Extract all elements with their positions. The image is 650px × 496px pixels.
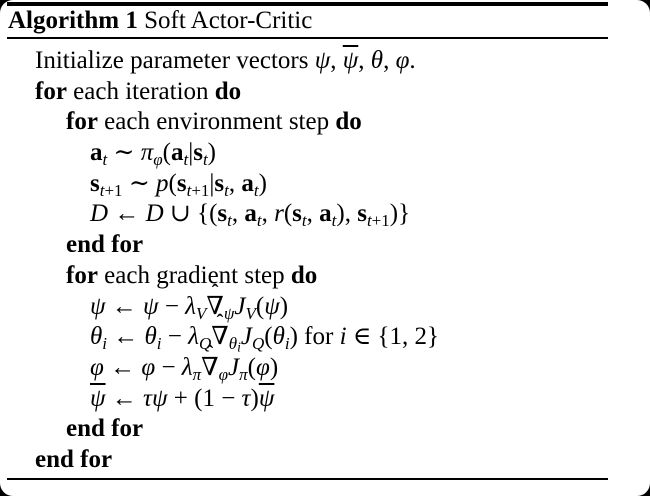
bottom-rule (7, 478, 608, 480)
line-sample-action: at ∼ πφ(at|st) (90, 139, 216, 169)
algorithm-body: Initialize parameter vectors ψ, ψ, θ, φ.… (7, 46, 608, 476)
top-rule (7, 2, 608, 6)
line-sample-transition: st+1 ∼ p(st+1|st, at) (90, 169, 267, 200)
title-rule (7, 37, 608, 39)
line-update-target-network: ψ ← τψ + (1 − τ)ψ (90, 384, 275, 412)
line-for-each-environment-step: for each environment step do (66, 108, 362, 136)
line-end-for-gradient: end for (66, 415, 144, 443)
line-end-for-iteration: end for (35, 445, 113, 473)
line-replay-buffer-update: D ← D ∪ {(st, at, r(st, at), st+1)} (90, 200, 411, 231)
algorithm-name: Soft Actor-Critic (144, 7, 313, 34)
line-for-each-gradient-step: for each gradient step do (66, 261, 318, 289)
algorithm-title: Algorithm 1 Soft Actor-Critic (8, 7, 312, 35)
line-end-for-environment: end for (66, 231, 144, 259)
line-initialize: Initialize parameter vectors ψ, ψ, θ, φ. (35, 47, 416, 74)
algorithm-number: Algorithm 1 (8, 7, 138, 34)
line-for-each-iteration: for each iteration do (35, 77, 242, 105)
